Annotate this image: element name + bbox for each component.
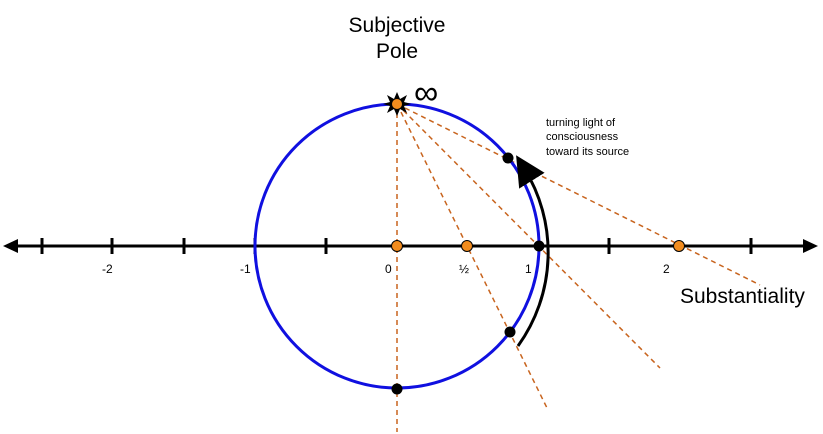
axis-arrow-right: [803, 239, 818, 253]
projection-line-1: [396, 103, 661, 369]
tick-label: 2: [663, 262, 670, 276]
axis-point-2: [673, 240, 685, 252]
axis-point-half: [461, 240, 473, 252]
turning-arrow: [516, 155, 550, 347]
tick-label: 0: [385, 262, 392, 276]
tick-label: ½: [459, 262, 470, 276]
circle-point-1: [533, 240, 545, 252]
annotation-line-3: toward its source: [546, 146, 630, 158]
axis-arrow-left: [3, 239, 18, 253]
tick-label: -2: [102, 262, 113, 276]
axis-point-0: [391, 240, 403, 252]
title-line-2: Pole: [375, 40, 419, 63]
axis-label: Substantiality: [680, 285, 805, 308]
title-line-1: Subjective: [348, 14, 446, 37]
tick-label: -1: [240, 262, 251, 276]
projection-line-2: [396, 103, 761, 286]
tick-label: 1: [525, 262, 532, 276]
circle-point-2: [502, 152, 514, 164]
circle-point-0: [391, 383, 403, 395]
annotation-line-2: consciousness: [546, 131, 619, 143]
annotation-line-1: turning light of: [546, 117, 616, 129]
projection-line-half: [396, 103, 549, 411]
circle-point-half: [504, 326, 516, 338]
infinity-symbol: ∞: [414, 74, 439, 112]
